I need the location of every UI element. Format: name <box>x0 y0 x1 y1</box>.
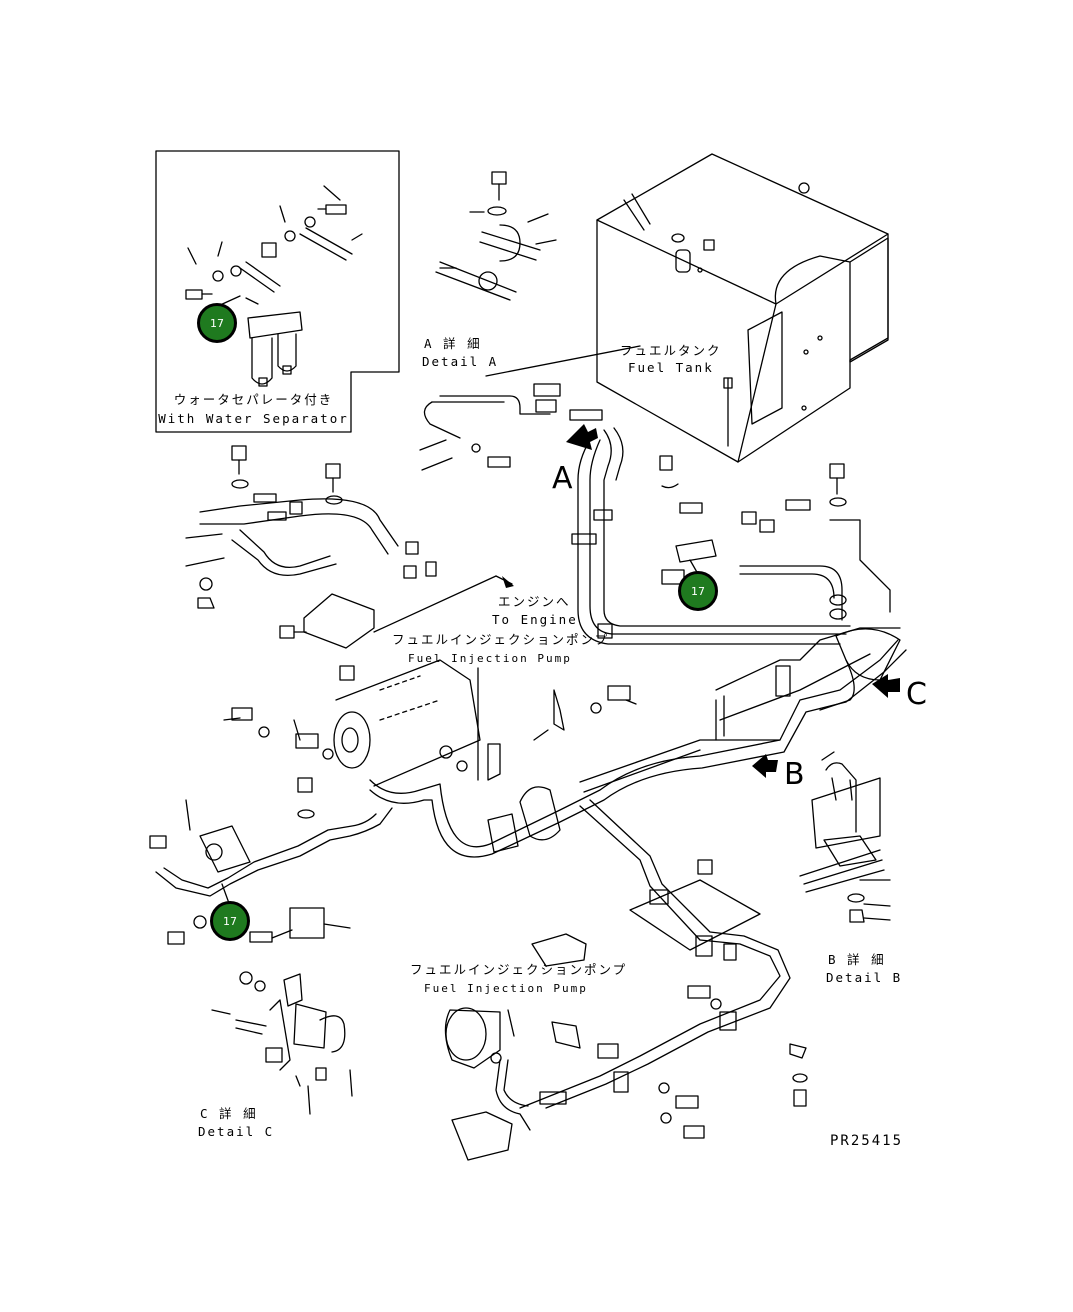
water-separator-inset <box>155 150 400 433</box>
fuel-tank-label-en: Fuel Tank <box>628 360 714 375</box>
arrow-a <box>566 424 598 450</box>
detail-c-label-jp: C 詳 細 <box>200 1106 258 1121</box>
detail-c-label-en: Detail C <box>198 1124 275 1139</box>
callout-17-inset[interactable]: 17 <box>197 303 237 343</box>
main-trunk-pipes <box>369 627 907 858</box>
to-engine-label-jp: エンジンへ <box>498 594 571 609</box>
fuel-tank <box>596 153 889 463</box>
to-engine-arrow <box>502 576 514 588</box>
view-b-letter: B <box>784 757 805 792</box>
detail-b-assembly <box>799 751 891 923</box>
detail-b-label-en: Detail B <box>826 970 903 985</box>
inset-label-en: With Water Separator <box>158 411 349 426</box>
detail-a-label-jp: A 詳 細 <box>424 336 482 351</box>
detail-c-assembly <box>211 971 353 1115</box>
callout-17-tank-fitting[interactable]: 17 <box>678 571 718 611</box>
detail-a-label-en: Detail A <box>422 354 499 369</box>
fuel-filter-pipe-group <box>185 445 437 609</box>
arrow-c <box>872 674 900 698</box>
callout-17-lower-left[interactable]: 17 <box>210 901 250 941</box>
pump-lower-label-jp: フュエルインジェクションポンプ <box>410 962 628 977</box>
fuel-injection-pump-lower <box>444 933 808 1161</box>
engine-bracket <box>279 575 514 649</box>
left-lower-fittings <box>149 777 393 945</box>
fuel-pipe-run <box>571 427 851 645</box>
tank-fitting-parts <box>659 455 891 621</box>
detail-b-label-jp: B 詳 細 <box>828 952 886 967</box>
to-engine-label-en: To Engine <box>492 612 578 627</box>
arrow-b <box>752 754 778 778</box>
detail-a-lines <box>419 345 641 471</box>
fuel-tank-label-jp: フュエルタンク <box>620 343 722 358</box>
lower-branch-pipes <box>519 799 791 1109</box>
detail-a-clamp-parts <box>435 171 557 301</box>
view-a-letter: A <box>552 461 573 496</box>
middle-bolts <box>223 685 637 781</box>
inset-label-jp: ウォータセパレータ付き <box>173 392 334 407</box>
pump-upper-label-en: Fuel Injection Pump <box>408 652 572 665</box>
inset-bolt <box>185 204 347 300</box>
drawing-code: PR25415 <box>830 1133 904 1149</box>
pump-lower-label-en: Fuel Injection Pump <box>424 982 588 995</box>
fuel-injection-pump-upper <box>333 659 481 787</box>
view-c-letter: C <box>906 677 927 712</box>
pump-upper-label-jp: フュエルインジェクションポンプ <box>392 632 610 647</box>
